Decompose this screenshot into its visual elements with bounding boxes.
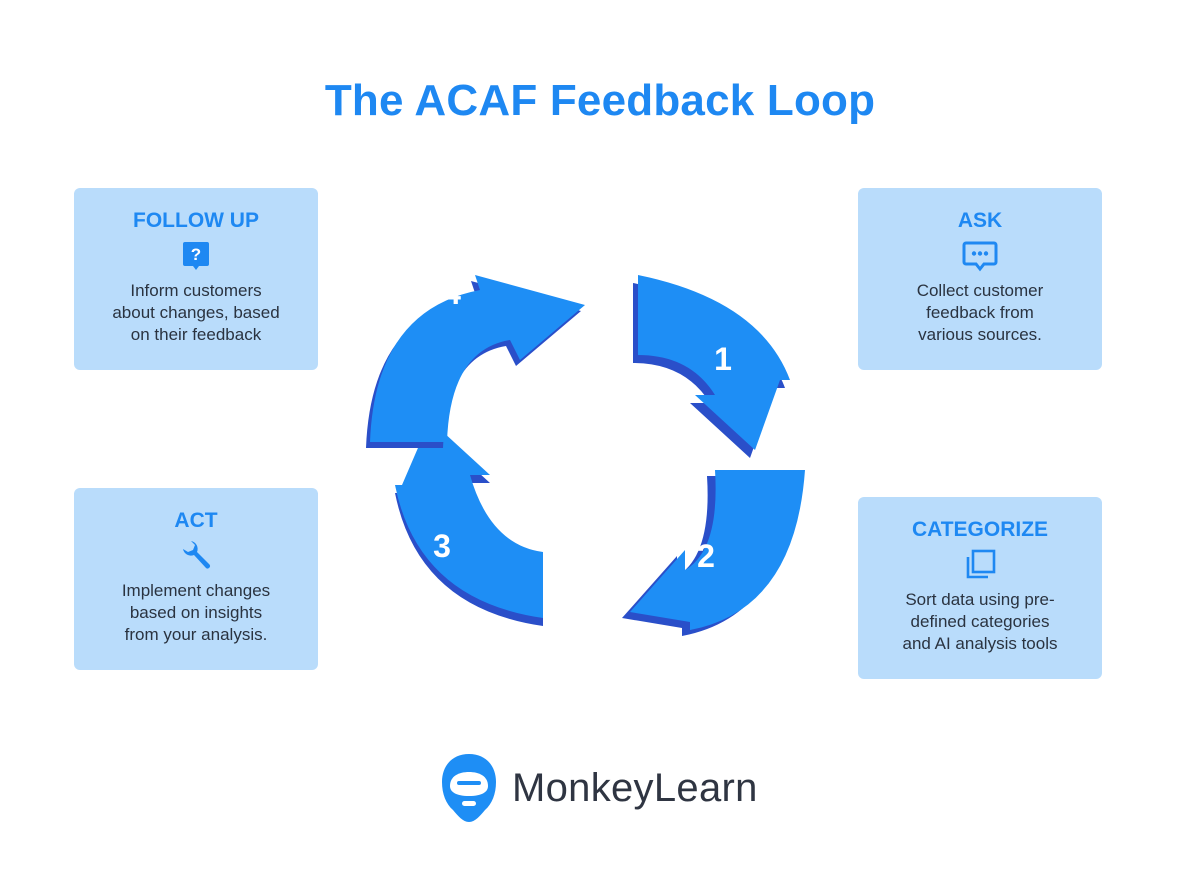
card-ask: ASK Collect customer feedback from vario… — [858, 188, 1102, 370]
wrench-icon — [183, 541, 210, 569]
step-number-1: 1 — [714, 341, 732, 377]
monkey-logo-icon — [442, 754, 496, 822]
arrow-step-1 — [633, 275, 790, 458]
card-act: ACT Implement changes based on insights … — [74, 488, 318, 670]
brand-name: MonkeyLearn — [512, 765, 758, 810]
card-description: Implement changes based on insights from… — [121, 581, 271, 644]
chat-bubble-icon — [962, 241, 998, 272]
card-follow-up: FOLLOW UP ? Inform customers about chang… — [74, 188, 318, 370]
card-categorize: CATEGORIZE Sort data using pre- defined … — [858, 497, 1102, 679]
card-title: FOLLOW UP — [133, 209, 259, 232]
arrow-step-3 — [395, 420, 543, 626]
step-number-4: 4 — [443, 275, 461, 311]
arrow-step-2 — [622, 470, 805, 636]
card-title: ACT — [174, 509, 218, 532]
card-title: CATEGORIZE — [911, 518, 1049, 541]
arrow-step-4 — [366, 275, 585, 448]
brand-logo: MonkeyLearn — [440, 752, 758, 824]
card-title: ASK — [957, 209, 1003, 232]
card-description: Inform customers about changes, based on… — [112, 281, 280, 344]
cycle-diagram: 1 2 3 4 — [366, 275, 805, 636]
step-number-2: 2 — [697, 538, 715, 574]
layers-icon — [966, 549, 996, 579]
card-description: Sort data using pre- defined categories … — [902, 590, 1058, 653]
question-bubble-icon: ? — [183, 242, 209, 270]
card-description: Collect customer feedback from various s… — [916, 281, 1044, 344]
step-number-3: 3 — [433, 528, 451, 564]
svg-text:?: ? — [191, 245, 201, 264]
page-title: The ACAF Feedback Loop — [324, 76, 876, 125]
